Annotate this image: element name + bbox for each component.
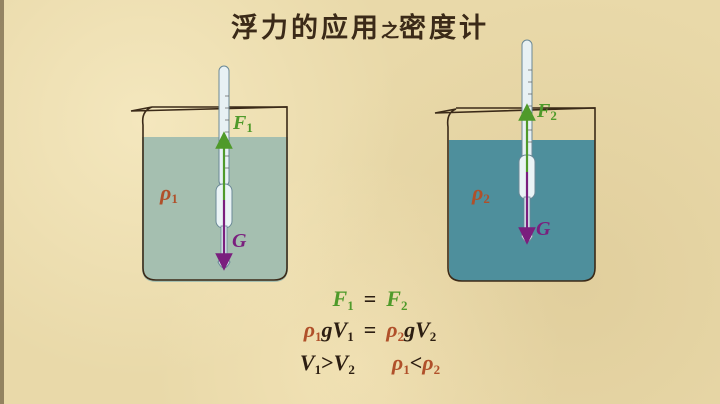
buoyancy-label-left: F1 xyxy=(233,112,253,135)
page-title: 浮力的应用之密度计 xyxy=(0,6,720,45)
left-edge-shadow xyxy=(0,0,4,404)
liquid-right xyxy=(449,140,595,281)
title-connector: 之 xyxy=(381,21,399,42)
equation-comparison: V1>V2 ρ1<ρ2 xyxy=(299,350,441,377)
title-part-1: 浮力的应用 xyxy=(231,13,381,44)
beaker-left-outline xyxy=(130,106,288,281)
gravity-label-right: G xyxy=(536,218,551,240)
buoyancy-label-right: F2 xyxy=(537,100,557,123)
beaker-right xyxy=(434,39,596,282)
equation-forces: F1=F2 xyxy=(332,286,408,313)
title-part-2: 密度计 xyxy=(399,13,489,44)
liquid-left xyxy=(142,137,288,282)
hydrometer-right xyxy=(518,39,536,245)
beaker-right-outline xyxy=(434,107,596,282)
hydrometer-left xyxy=(215,65,233,271)
density-label-left: ρ1 xyxy=(160,180,178,206)
density-label-right: ρ2 xyxy=(472,180,490,206)
beaker-left xyxy=(130,65,288,282)
equation-archimedes: ρ1gV1=ρ2gV2 xyxy=(303,317,437,344)
gravity-label-left: G xyxy=(232,230,247,252)
